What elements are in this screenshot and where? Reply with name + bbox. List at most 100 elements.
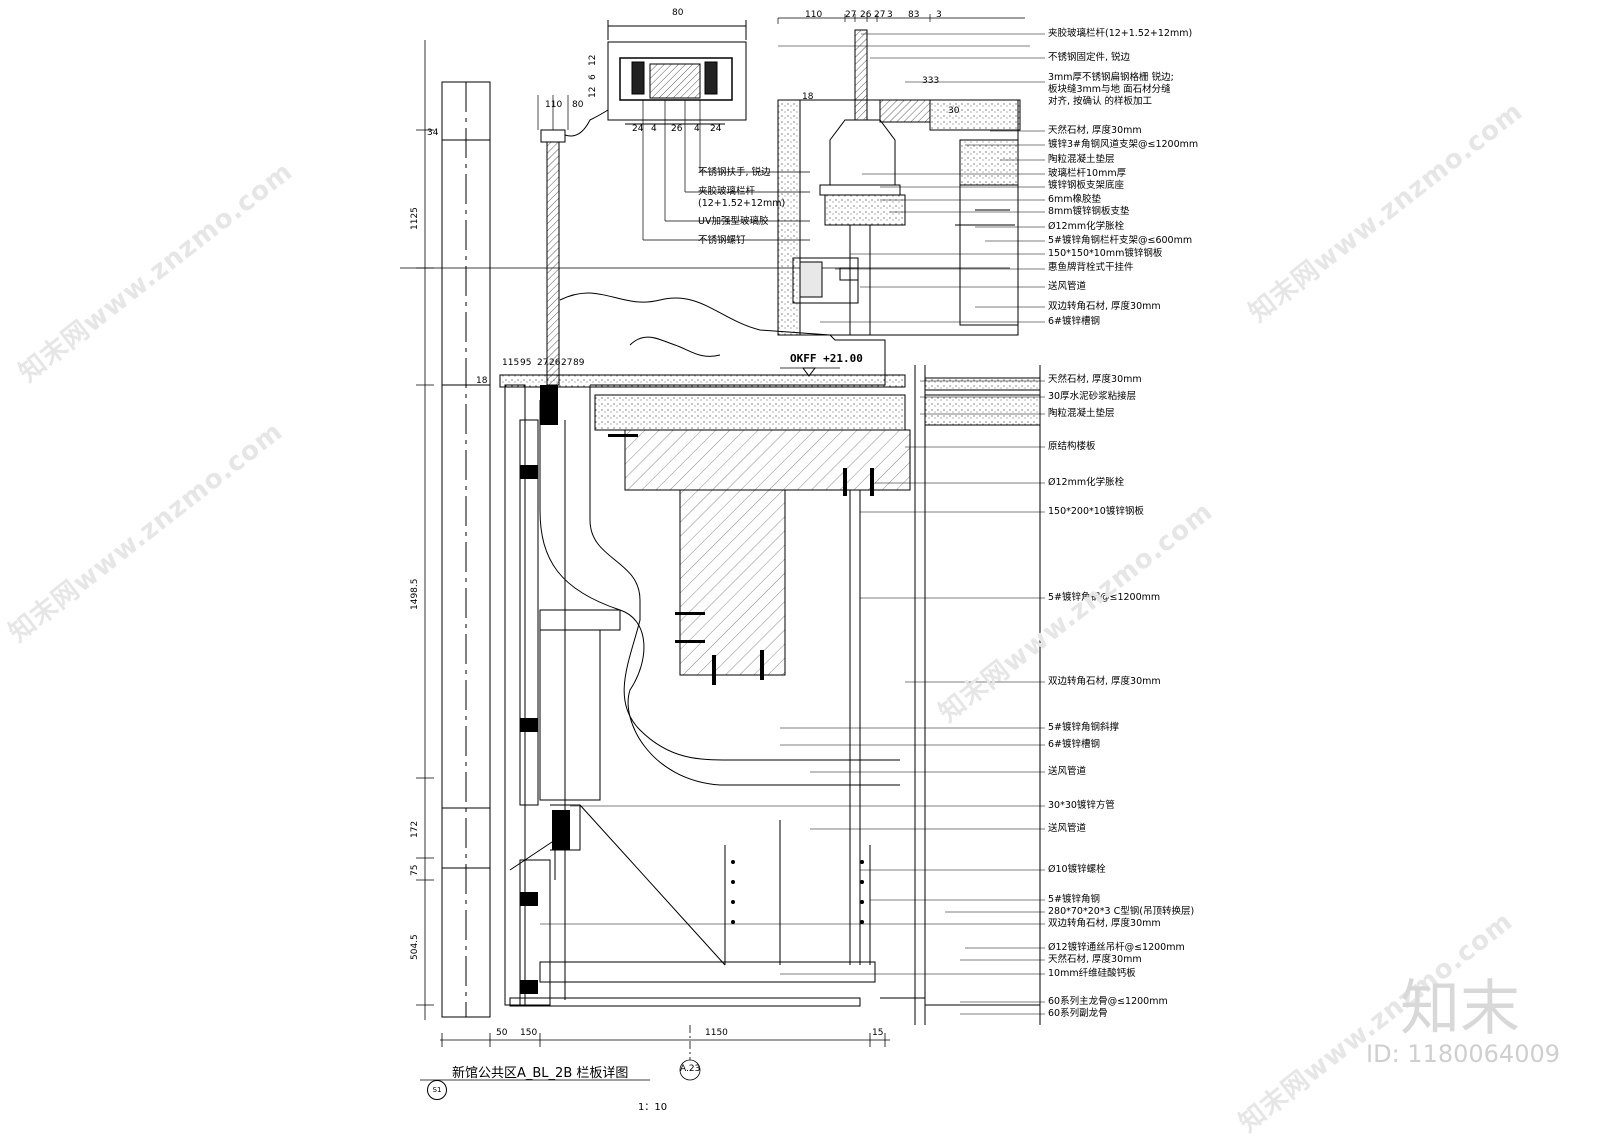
top-dim-5: 83 — [908, 10, 920, 20]
lr-label: 30厚水泥砂浆粘接层 — [1048, 391, 1137, 402]
top-dim-0: 110 — [805, 10, 823, 20]
lr-label: 6#镀锌槽钢 — [1048, 739, 1101, 750]
ur-label: 6mm橡胶垫 — [1048, 194, 1102, 205]
ur-label: 夹胶玻璃栏杆(12+1.52+12mm) — [1048, 28, 1193, 39]
lr-label: Ø10镀锌螺栓 — [1048, 864, 1106, 875]
lr-label: 280*70*20*3 C型钢(吊顶转换层) — [1048, 906, 1195, 917]
upper-right-leaders — [820, 33, 1045, 323]
lr-label: Ø12mm化学胀栓 — [1048, 477, 1125, 488]
mid-left-dim-1: 95 — [520, 358, 532, 368]
inset-width-dim: 80 — [672, 8, 684, 18]
lr-label: 60系列副龙骨 — [1048, 1008, 1108, 1019]
left-dim-lines — [416, 40, 434, 1020]
ur-label: 8mm镀锌钢板支垫 — [1048, 206, 1130, 217]
small-dim-18-b: 18 — [802, 92, 814, 102]
top-dim-2: 26 — [860, 10, 872, 20]
ur-label: 送风管道 — [1048, 281, 1087, 292]
duct-outline — [539, 292, 900, 786]
ur-label: 3mm厚不锈钢扁钢格栅 锐边; — [1048, 72, 1174, 83]
inset-bottom-dim-2: 26 — [671, 124, 683, 134]
detail-number-circle: S1 — [427, 1080, 447, 1100]
ur-label: 不锈钢固定件, 锐边 — [1048, 52, 1131, 63]
inset-left-dim-2: 6 — [588, 74, 598, 80]
inset-label-3: UV加强型玻璃胶 — [698, 216, 769, 227]
inset-label-2: (12+1.52+12mm) — [698, 198, 786, 209]
ur-label: 玻璃栏杆10mm厚 — [1048, 168, 1127, 179]
ur-label: 对齐, 按确认 的样板加工 — [1048, 96, 1153, 107]
inset-bottom-dim-4: 24 — [710, 124, 722, 134]
ur-label: 惠鱼牌背栓式干挂件 — [1048, 262, 1134, 273]
lr-label: 10mm纤维硅酸钙板 — [1048, 968, 1136, 979]
structure-slab — [499, 374, 911, 676]
right-leaders — [540, 380, 1045, 1015]
small-dim-30: 30 — [948, 106, 960, 116]
glass-railing-left — [537, 95, 569, 386]
mid-left-dim-5: 89 — [573, 358, 585, 368]
ur-label: 镀锌3#角钢风道支架@≤1200mm — [1048, 139, 1199, 150]
lr-label: 天然石材, 厚度30mm — [1048, 374, 1142, 385]
lr-label: 送风管道 — [1048, 766, 1087, 777]
upper-left-dim-1: 80 — [572, 100, 584, 110]
axis-tag: A.23 — [680, 1064, 701, 1074]
small-dim-333: 333 — [922, 76, 940, 86]
bottom-dim-50: 50 — [496, 1028, 508, 1038]
inset-bottom-dim-3: 4 — [694, 124, 700, 134]
v-dim-1125: 1125 — [410, 207, 420, 230]
upper-left-dim-0: 110 — [545, 100, 563, 110]
lr-label: 5#镀锌角钢斜撑 — [1048, 722, 1120, 733]
anchor-bolts — [520, 385, 874, 994]
image-id: ID: 1180064009 — [1366, 1040, 1560, 1068]
ur-label: Ø12mm化学胀栓 — [1048, 221, 1125, 232]
level-label: OKFF +21.00 — [790, 352, 863, 365]
ur-label: 天然石材, 厚度30mm — [1048, 125, 1142, 136]
bottom-dim-150: 150 — [520, 1028, 538, 1038]
inset-label-0: 不锈钢扶手, 锐边 — [698, 167, 771, 178]
cladding-frame — [504, 384, 876, 1007]
inset-bottom-dim-0: 24 — [632, 124, 644, 134]
ur-label: 镀锌钢板支架底座 — [1048, 180, 1125, 191]
ur-label: 5#镀锌角钢栏杆支架@≤600mm — [1048, 235, 1193, 246]
mid-left-dim-2: 27 — [537, 358, 549, 368]
lr-label: 陶粒混凝土垫层 — [1048, 408, 1115, 419]
top-dim-3: 27 — [874, 10, 886, 20]
v-dim-1498: 1498.5 — [410, 578, 420, 611]
mid-left-dim-4: 27 — [561, 358, 573, 368]
ur-label: 150*150*10mm镀锌钢板 — [1048, 248, 1163, 259]
inset-label-1: 夹胶玻璃栏杆 — [698, 186, 756, 197]
lr-label: 双边转角石材, 厚度30mm — [1048, 918, 1161, 929]
drawing-scale: 1：10 — [638, 1102, 668, 1113]
v-dim-504: 504.5 — [410, 934, 420, 960]
small-dim-34: 34 — [427, 128, 439, 138]
small-dim-18-a: 18 — [476, 376, 488, 386]
bottom-dims — [420, 1025, 890, 1081]
v-dim-172: 172 — [410, 820, 420, 838]
section-detail-drawing — [400, 14, 1045, 1081]
lr-label: 30*30镀锌方管 — [1048, 800, 1115, 811]
lr-label: 60系列主龙骨@≤1200mm — [1048, 996, 1168, 1007]
v-dim-75: 75 — [410, 864, 420, 876]
left-wall — [441, 81, 491, 1018]
lr-label: 150*200*10镀锌钢板 — [1048, 506, 1144, 517]
lr-label: 5#镀锌角钢 — [1048, 894, 1101, 905]
drawing-title: 新馆公共区A_BL_2B 栏板详图 — [452, 1066, 629, 1081]
brand-logo: 知末 — [1400, 974, 1520, 1044]
lr-label: Ø12镀锌通丝吊杆@≤1200mm — [1048, 942, 1185, 953]
lr-label: 双边转角石材, 厚度30mm — [1048, 676, 1161, 687]
bottom-dim-1150: 1150 — [705, 1028, 728, 1038]
top-dim-1: 27 — [845, 10, 857, 20]
ur-label: 双边转角石材, 厚度30mm — [1048, 301, 1161, 312]
lr-label: 送风管道 — [1048, 823, 1087, 834]
inset-bottom-dim-1: 4 — [651, 124, 657, 134]
mid-left-dim-0: 115 — [502, 358, 520, 368]
lr-label: 5#镀锌角钢@≤1200mm — [1048, 592, 1161, 603]
ur-label: 陶粒混凝土垫层 — [1048, 154, 1115, 165]
lr-label: 原结构楼板 — [1048, 441, 1096, 452]
ur-label: 板块缝3mm与地 面石材分缝 — [1048, 84, 1171, 95]
handrail-inset — [564, 20, 747, 137]
upper-right-section — [777, 17, 1030, 336]
inset-left-dim-3: 12 — [588, 86, 598, 98]
ur-label: 6#镀锌槽钢 — [1048, 316, 1101, 327]
inset-left-dim: 12 — [588, 54, 598, 66]
inset-label-4: 不锈钢螺钉 — [698, 235, 746, 246]
mid-left-dim-3: 26 — [549, 358, 561, 368]
